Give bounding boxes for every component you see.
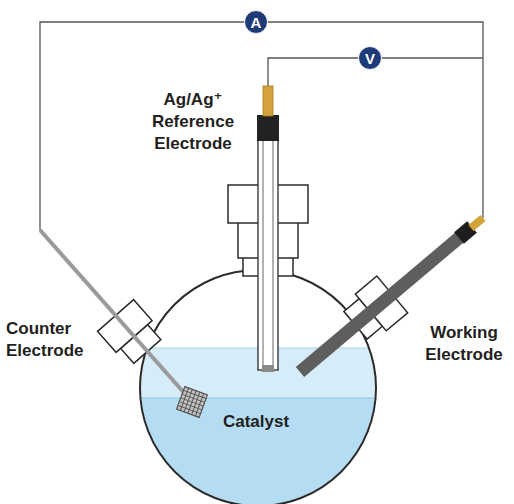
catalyst-solution [130,348,390,504]
electrode-label: Ag/Ag⁺ Reference Electrode [141,89,245,155]
reference-electrode [257,86,279,372]
meter-circle: A [244,10,268,34]
meter-symbol: A [251,15,262,30]
meter-circle: V [358,46,382,70]
meter-symbol: V [365,51,375,66]
region-label: Catalyst [196,411,316,433]
electrode-label: Working Electrode [418,322,510,366]
electrode-label: Counter Electrode [6,318,106,362]
